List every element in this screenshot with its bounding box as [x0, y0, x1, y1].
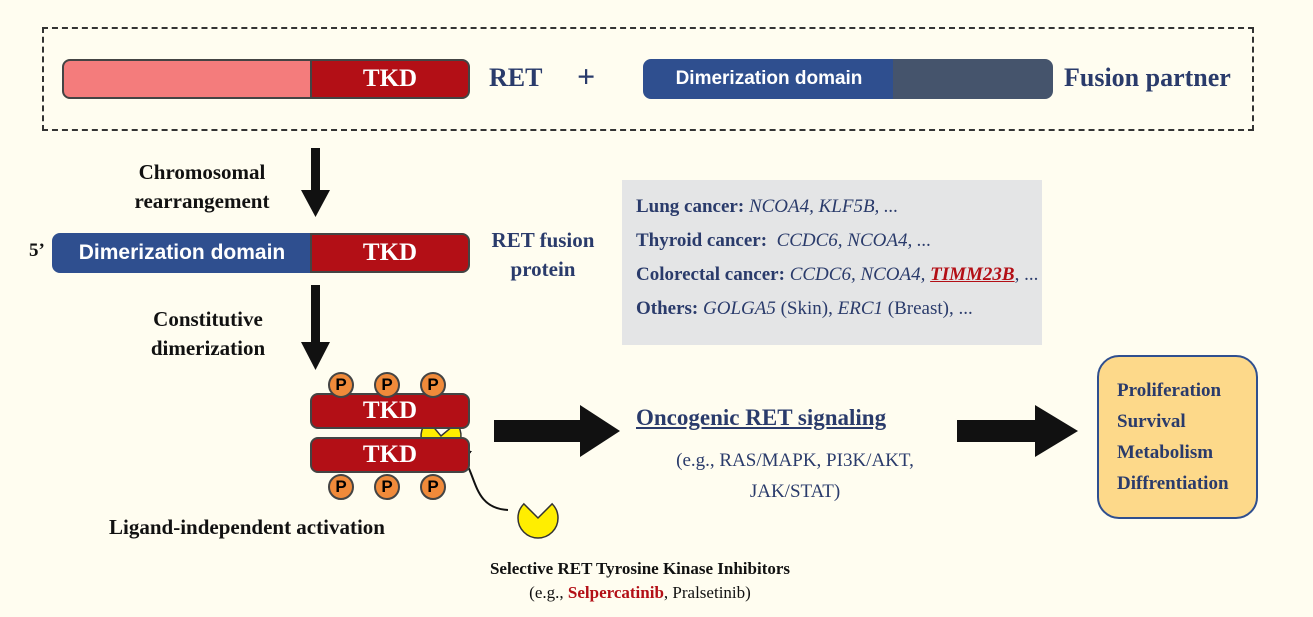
plus-sign: + [577, 58, 596, 94]
signaling-line2: JAK/STAT) [749, 481, 841, 502]
outcome-differentiation: Diffrentiation [1117, 473, 1229, 494]
outcomes-box: Proliferation Survival Metabolism Diffre… [1097, 355, 1258, 519]
inhibitors-caption: Selective RET Tyrosine Kinase Inhibitors… [420, 557, 860, 605]
partner-rest-bar [893, 59, 1053, 99]
phosphate-icon: P [374, 474, 400, 500]
others-cancer-line: Others: GOLGA5 (Skin), ERC1 (Breast), ..… [636, 298, 1028, 320]
dimerization-arrow [301, 285, 330, 370]
inhibitors-examples: (e.g., Selpercatinib, Pralsetinib) [420, 581, 860, 605]
fusion-tkd-bar: TKD [310, 233, 470, 273]
phosphate-icon: P [328, 474, 354, 500]
lung-cancer-label: Lung cancer: [636, 196, 745, 217]
others-note2: (Breast), ... [883, 298, 973, 319]
colorectal-cancer-tail: , ... [1014, 264, 1039, 285]
fusion-partner-label: Fusion partner [1064, 63, 1231, 92]
constitutive-dimerization-label: Constitutive dimerization [118, 305, 298, 363]
chromosomal-rearrangement-label: Chromosomal rearrangement [112, 158, 292, 216]
dimer-tkd-top-label: TKD [362, 397, 418, 424]
free-inhibitor-icon [517, 502, 559, 539]
phosphate-icon: P [328, 372, 354, 398]
inhibitors-prefix: (e.g., [529, 583, 568, 602]
others-label: Others: [636, 298, 699, 319]
others-note1: (Skin), [775, 298, 838, 319]
rearrangement-arrow [301, 148, 330, 217]
thyroid-cancer-genes: CCDC6, NCOA4, ... [767, 230, 932, 251]
selpercatinib-label: Selpercatinib [567, 583, 664, 602]
colorectal-cancer-genes: CCDC6, NCOA4, [784, 264, 931, 285]
thyroid-cancer-line: Thyroid cancer: CCDC6, NCOA4, ... [636, 230, 1028, 252]
phosphate-icon: P [420, 372, 446, 398]
oncogenic-signaling-title: Oncogenic RET signaling [636, 405, 887, 430]
fusion-protein-line2: protein [510, 257, 576, 281]
colorectal-cancer-label: Colorectal cancer: [636, 264, 785, 285]
phosphate-icon: P [374, 372, 400, 398]
step2-line1: Constitutive [153, 307, 263, 331]
others-gene1: GOLGA5 [698, 298, 776, 319]
step2-line2: dimerization [150, 336, 266, 360]
partner-dimerization-label: Dimerization domain [675, 68, 863, 89]
inhibitors-title: Selective RET Tyrosine Kinase Inhibitors [489, 559, 791, 578]
dimer-tkd-bottom: TKD [310, 437, 470, 473]
inhibitors-suffix: , Pralsetinib) [663, 583, 751, 602]
others-gene2: ERC1 [837, 298, 883, 319]
thyroid-cancer-label: Thyroid cancer: [636, 230, 768, 251]
ret-fusion-protein-label: RET fusion protein [478, 226, 608, 284]
ret-label: RET [489, 63, 543, 92]
five-prime-label: 5’ [29, 240, 45, 261]
fusion-tkd-label: TKD [362, 239, 418, 266]
outcome-arrow [957, 405, 1078, 457]
ret-tkd-label: TKD [362, 65, 418, 92]
signaling-line1: (e.g., RAS/MAPK, PI3K/AKT, [676, 450, 914, 471]
fusion-components-frame [42, 27, 1254, 131]
partner-dimerization-bar: Dimerization domain [643, 59, 895, 99]
ret-tkd-bar: TKD [310, 59, 470, 99]
signaling-arrow [494, 405, 620, 457]
colorectal-cancer-line: Colorectal cancer: CCDC6, NCOA4, TIMM23B… [636, 264, 1038, 286]
outcome-proliferation: Proliferation [1117, 380, 1222, 401]
dimer-tkd-bottom-label: TKD [362, 441, 418, 468]
dimer-tkd-top: TKD [310, 393, 470, 429]
outcome-survival: Survival [1117, 411, 1186, 432]
fusion-dimerization-label: Dimerization domain [78, 241, 286, 264]
fusion-dimerization-bar: Dimerization domain [52, 233, 312, 273]
lung-cancer-genes: NCOA4, KLF5B, ... [744, 196, 899, 217]
outcome-metabolism: Metabolism [1117, 442, 1214, 463]
phosphate-icon: P [420, 474, 446, 500]
step1-line1: Chromosomal [138, 160, 266, 184]
ret-n-terminal-bar [62, 59, 312, 99]
ligand-independent-activation-label: Ligand-independent activation [109, 515, 385, 539]
timm23b-highlight: TIMM23B [930, 264, 1015, 285]
lung-cancer-line: Lung cancer: NCOA4, KLF5B, ... [636, 196, 1028, 218]
cancer-types-panel: Lung cancer: NCOA4, KLF5B, ... Thyroid c… [622, 180, 1042, 345]
fusion-protein-line1: RET fusion [491, 228, 595, 252]
signaling-pathways: (e.g., RAS/MAPK, PI3K/AKT, JAK/STAT) [636, 445, 954, 507]
step1-line2: rearrangement [134, 189, 270, 213]
